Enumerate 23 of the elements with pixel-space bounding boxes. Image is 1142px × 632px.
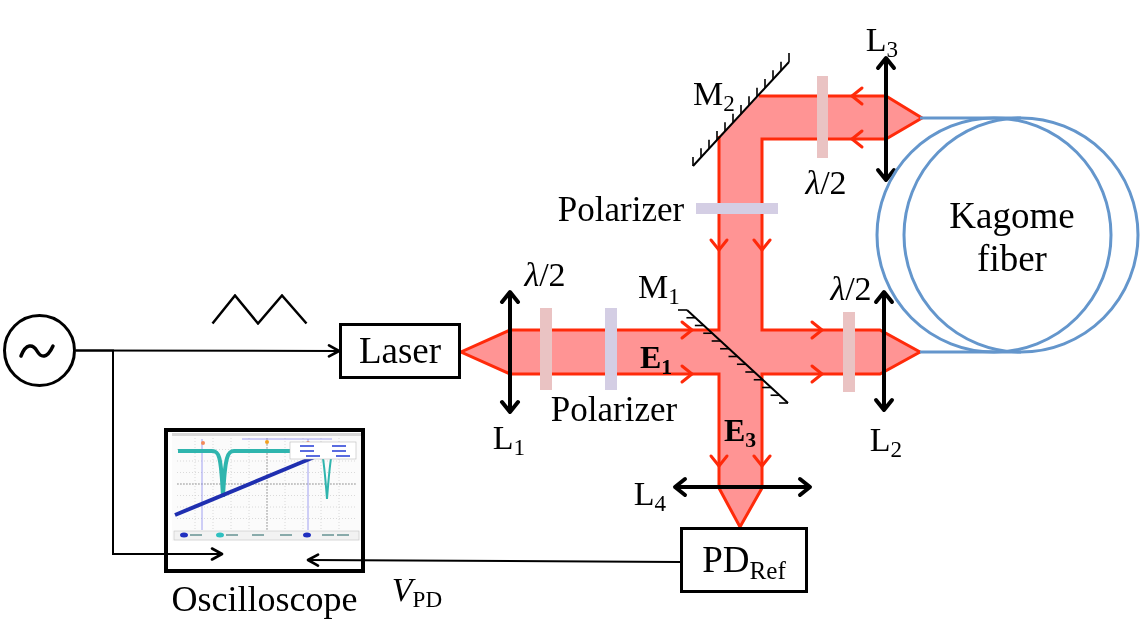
lens-label: L$_{4}$ bbox=[633, 477, 667, 511]
lens-label: L$_{1}$ bbox=[492, 421, 526, 455]
laser-box bbox=[339, 323, 461, 379]
mirror-label: M$_{2}$ bbox=[693, 77, 735, 111]
fiber-coil bbox=[874, 116, 1141, 354]
field-label: E$_{3}$ bbox=[723, 414, 757, 446]
laser-label: Laser bbox=[358, 330, 442, 372]
polarizer-label: Polarizer bbox=[550, 391, 678, 427]
waveplate-label: λ/2 bbox=[524, 258, 566, 292]
polarizer-label: Polarizer bbox=[557, 191, 685, 227]
lens-label: L$_{2}$ bbox=[869, 423, 903, 457]
oscilloscope-label: Oscilloscope bbox=[171, 580, 358, 620]
ac-source-symbol bbox=[3, 314, 76, 387]
photodetector-label: PD$_{Ref}$ bbox=[702, 539, 786, 581]
field-label: E$_{1}$ bbox=[639, 341, 673, 373]
waveplate-label: λ/2 bbox=[805, 166, 847, 200]
mirror-label: M$_{1}$ bbox=[638, 270, 680, 304]
fiber-label: Kagome fiber bbox=[948, 195, 1076, 281]
waveplate-label: λ/2 bbox=[830, 272, 872, 306]
lens-label: L$_{3}$ bbox=[865, 23, 899, 57]
photodetector-box bbox=[680, 527, 808, 593]
arrow bbox=[75, 349, 224, 561]
arrow bbox=[306, 553, 681, 567]
